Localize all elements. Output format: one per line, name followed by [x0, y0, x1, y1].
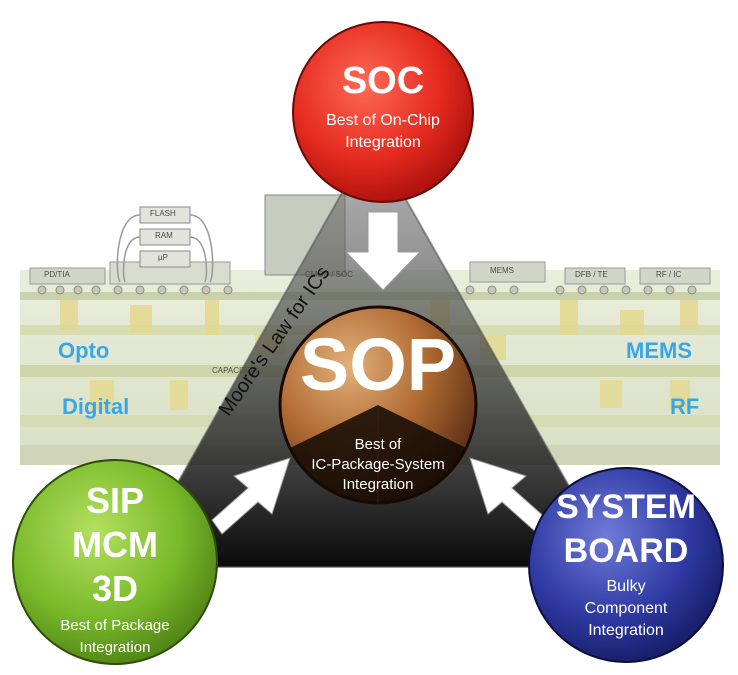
- sop-title: SOP: [299, 323, 457, 406]
- chip-rfic: [639, 267, 711, 285]
- sop-line1: Best of: [354, 436, 402, 453]
- chip-label-ram: RAM: [155, 231, 173, 240]
- system-board-line2: BOARD: [563, 532, 689, 570]
- chip-mems: [469, 261, 546, 283]
- arrow-icon: [344, 211, 422, 291]
- sip-circle: [12, 459, 218, 665]
- sip-line1: SIP: [85, 480, 145, 521]
- sip-sub1: Best of Package: [60, 617, 170, 634]
- sop-line2: IC-Package-System: [311, 456, 445, 473]
- side-label-mems: MEMS: [626, 338, 692, 363]
- sip-line2: MCM: [72, 524, 158, 565]
- system-board-sub3: Integration: [588, 622, 664, 639]
- system-board-sub2: Component: [584, 600, 668, 617]
- side-label-digital: Digital: [62, 394, 130, 419]
- chip-pdtia: [29, 267, 106, 285]
- chip-label-rfic: RF / IC: [656, 270, 682, 279]
- system-board-sub1: Bulky: [606, 578, 646, 595]
- sop-line3: Integration: [342, 476, 414, 493]
- chip-label-dfbte: DFB / TE: [575, 270, 608, 279]
- system-board-circle: [528, 467, 724, 663]
- chip-label-capacitor: CAPACITOR: [212, 366, 258, 375]
- sip-line3: 3D: [91, 568, 139, 609]
- chip-label-pdtia: PD/TIA: [44, 270, 70, 279]
- solder-bumps: [37, 285, 697, 295]
- side-label-rf: RF: [670, 394, 700, 419]
- chip-label-mems: MEMS: [490, 266, 514, 275]
- arrow-icon: [211, 457, 291, 535]
- chip-dfbte: [564, 267, 626, 285]
- chip-up: [139, 250, 191, 268]
- soc-line1: Best of On-Chip: [326, 112, 440, 129]
- sip-sub2: Integration: [79, 639, 151, 656]
- arrow-icon: [469, 457, 549, 535]
- soc-title: SOC: [341, 60, 425, 102]
- side-label-opto: Opto: [58, 338, 110, 363]
- soc-circle: [292, 21, 474, 203]
- chip-label-up: µP: [158, 253, 168, 262]
- wire-bonds: [116, 214, 214, 283]
- system-board-line1: SYSTEM: [556, 488, 696, 526]
- triangle-outline: [128, 137, 617, 568]
- chip-label-flash: FLASH: [150, 209, 176, 218]
- soc-line2: Integration: [345, 134, 421, 151]
- chip-label-cmos: CMOS / SOC: [305, 270, 354, 279]
